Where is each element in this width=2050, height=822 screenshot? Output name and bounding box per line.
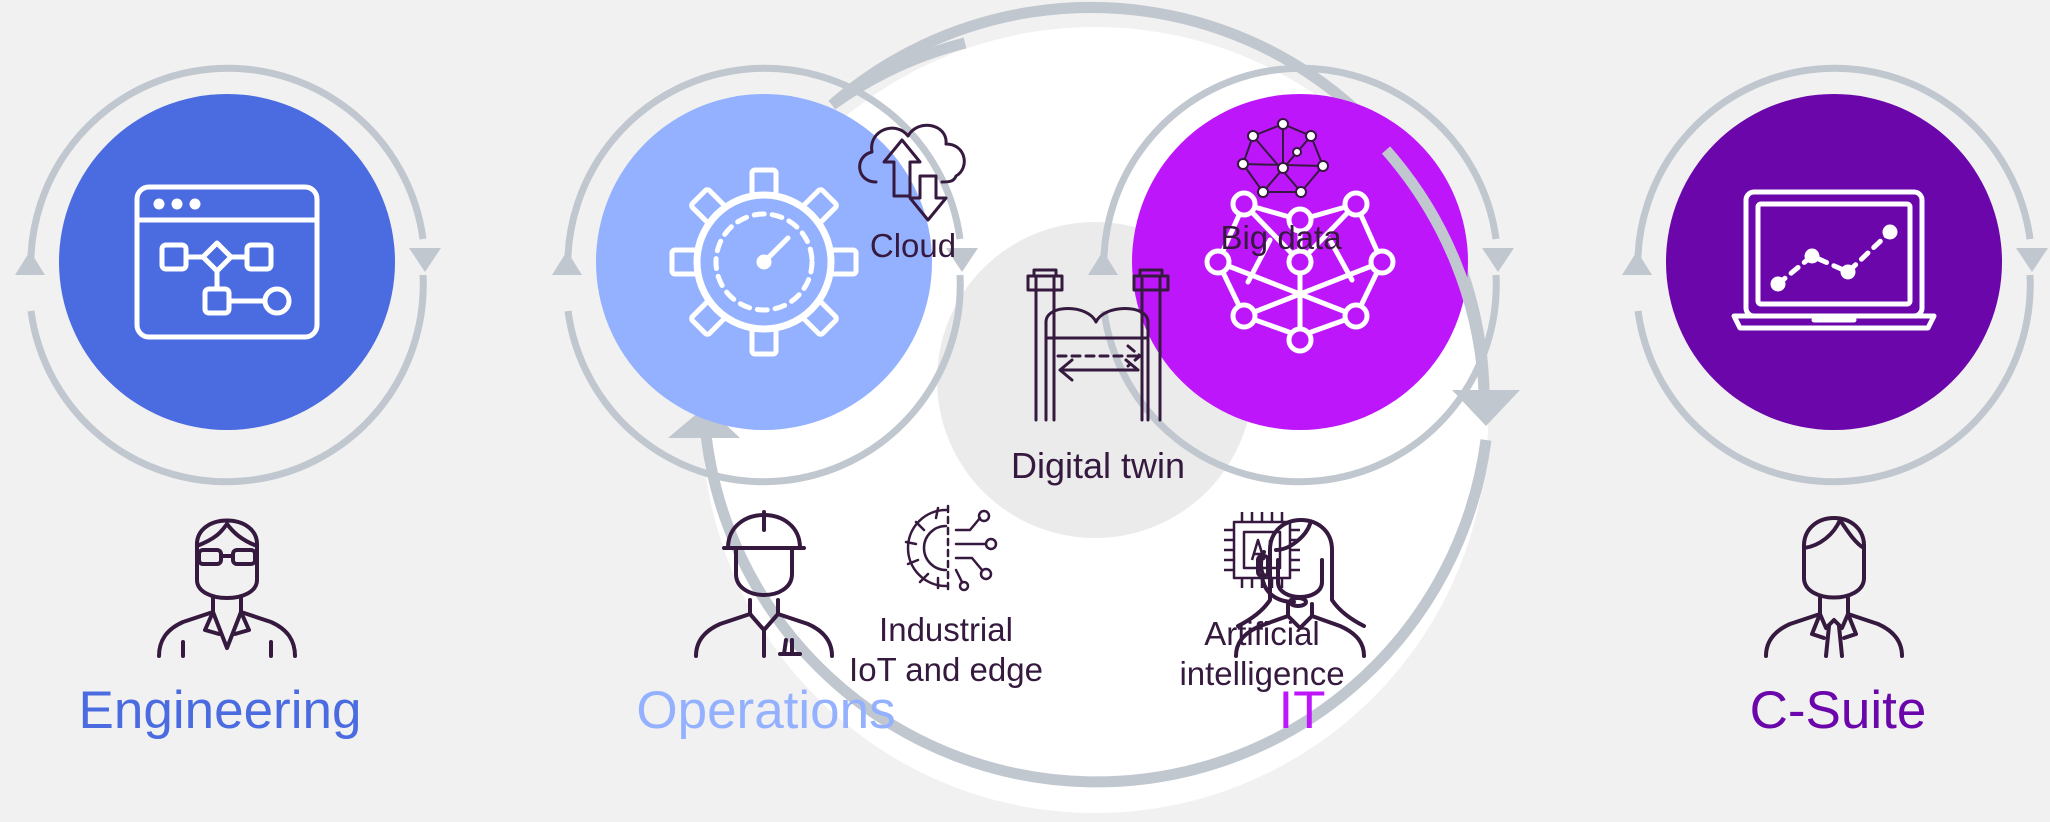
csuite-disc [1666, 94, 2002, 430]
gear-gauge-icon [669, 167, 859, 357]
arrow-up-icon [1622, 251, 1652, 275]
network-head-icon [1204, 190, 1396, 354]
csuite-label: C-Suite [1749, 681, 1927, 740]
engineer-with-glasses-icon [157, 518, 297, 658]
arrow-down-icon [2016, 248, 2048, 272]
operations-label: Operations [636, 681, 896, 740]
csuite-cycle-ring [1634, 64, 2034, 486]
iiot-label-line2: IoT and edge [849, 651, 1043, 689]
arrow-down-icon [409, 248, 441, 272]
workflow-window-icon [134, 184, 320, 340]
laptop-trend-icon [1731, 189, 1937, 331]
ecosystem-arrowheads [668, 390, 1520, 438]
arrow-up-icon [552, 251, 582, 275]
ai-label-line1: Artificial [1204, 615, 1320, 652]
cloud-label: Cloud [869, 227, 957, 264]
arrow-down-icon [946, 248, 978, 272]
digital-twin-label: Digital twin [1010, 445, 1186, 486]
support-headset-icon [1234, 518, 1366, 658]
ecosystem-arrow-down-icon [1452, 390, 1520, 426]
ai-label-line2: intelligence [1179, 655, 1345, 693]
engineering-cycle-ring [27, 64, 427, 486]
ecosystem-ring-overlay [828, 37, 1490, 391]
arrow-up-icon [1088, 251, 1118, 275]
digital-twin-icon [1026, 268, 1170, 422]
executive-icon [1764, 516, 1904, 658]
engineering-label: Engineering [78, 681, 362, 740]
it-label: IT [1278, 681, 1326, 740]
cycle-arrowheads [15, 248, 2048, 275]
ecosystem-arrow-up-icon [668, 406, 740, 438]
iiot-label-line1: Industrial [879, 611, 1013, 648]
big-data-label: Big data [1220, 219, 1342, 256]
big-data-icon [1237, 118, 1329, 198]
ai-label: Artificial intelligence [1179, 614, 1344, 695]
worker-hardhat-icon [694, 510, 834, 658]
cloud-sync-icon [858, 123, 966, 222]
iot-gear-icon [904, 504, 998, 592]
arrow-down-icon [1482, 248, 1514, 272]
arrow-up-icon [15, 251, 45, 275]
operations-cycle-ring [564, 64, 964, 486]
iiot-label: Industrial IoT and edge [849, 610, 1043, 691]
